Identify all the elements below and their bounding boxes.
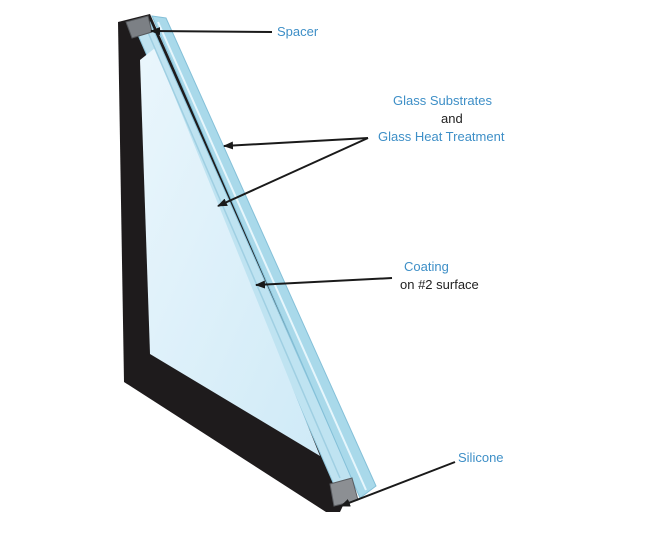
glass-substrates-label: Glass Substrates [393,93,492,108]
glass-face [140,48,320,456]
silicone-arrow [340,461,456,507]
glass-edge-line [146,29,341,479]
spacer-label: Spacer [277,24,319,39]
glass-substrates-arrow-inner [217,137,369,207]
coating-arrow [255,277,393,289]
glass-heat-treatment-label: Glass Heat Treatment [378,129,505,144]
coating-surface-label: on #2 surface [400,277,479,292]
spacer-arrow [150,27,273,36]
silicone-label: Silicone [458,450,504,465]
glass-substrates-arrow-outer [223,137,369,150]
glass-highlight-line [157,21,367,491]
coating-label: Coating [404,259,449,274]
and-label: and [441,111,463,126]
